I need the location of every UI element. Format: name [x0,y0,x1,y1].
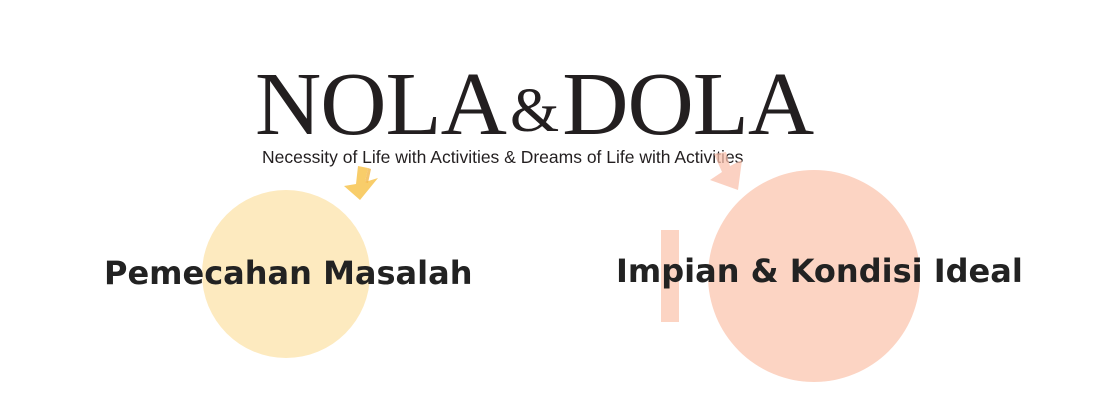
logo-name-right: DOLA [562,55,814,154]
section-label-problem-solving: Pemecahan Masalah [104,254,473,292]
logo-ampersand: & [509,76,559,145]
brand-logo-wordmark: NOLA&DOLA [255,60,814,156]
arrow-down-icon [710,152,742,190]
right-accent-bar [661,230,679,322]
left-accent-circle [202,190,370,358]
arrow-down-icon [344,166,378,200]
brand-logo: NOLA&DOLA [255,60,855,150]
right-accent-circle [708,170,920,382]
section-label-dreams-ideal: Impian & Kondisi Ideal [616,252,1023,290]
brand-tagline: Necessity of Life with Activities & Drea… [262,147,744,167]
logo-name-left: NOLA [255,55,507,154]
